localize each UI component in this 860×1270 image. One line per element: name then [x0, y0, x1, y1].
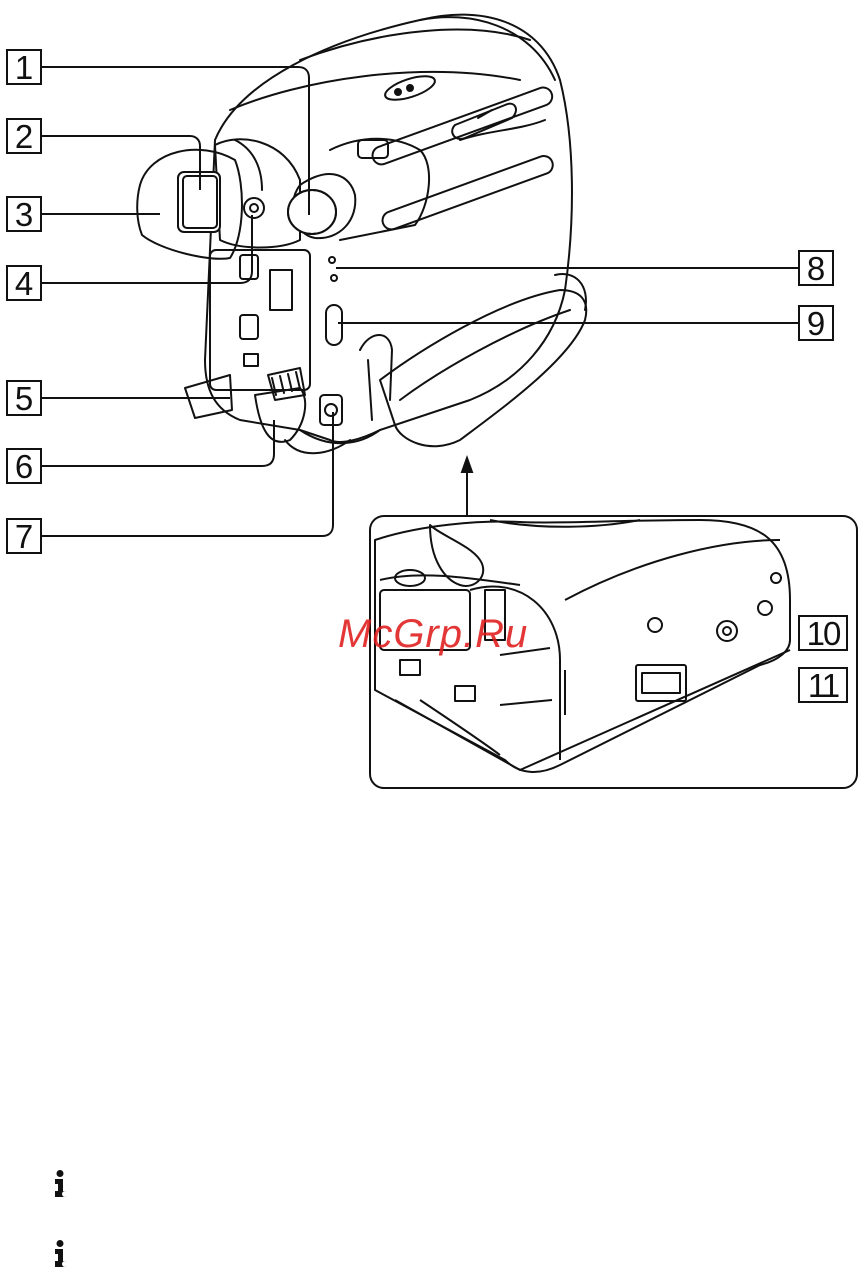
note-icon: [50, 1170, 70, 1198]
callout-7: 7: [6, 518, 42, 554]
callout-5: 5: [6, 380, 42, 416]
callout-1: 1: [6, 49, 42, 85]
callout-11: 11: [798, 667, 848, 703]
callout-6: 6: [6, 448, 42, 484]
leader-line-6: [42, 420, 274, 466]
watermark-text: McGrp.Ru: [338, 612, 528, 657]
hand-strap: [380, 290, 586, 446]
note-icon: [50, 1240, 70, 1268]
leader-line-2: [42, 136, 200, 190]
callout-10: 10: [798, 615, 848, 651]
callout-4: 4: [6, 265, 42, 301]
callout-2: 2: [6, 118, 42, 154]
leader-line-7: [42, 412, 333, 536]
leader-line-1: [42, 67, 309, 215]
callout-8: 8: [798, 250, 834, 286]
callout-3: 3: [6, 196, 42, 232]
inset-arrow: [462, 458, 472, 516]
callout-9: 9: [798, 305, 834, 341]
